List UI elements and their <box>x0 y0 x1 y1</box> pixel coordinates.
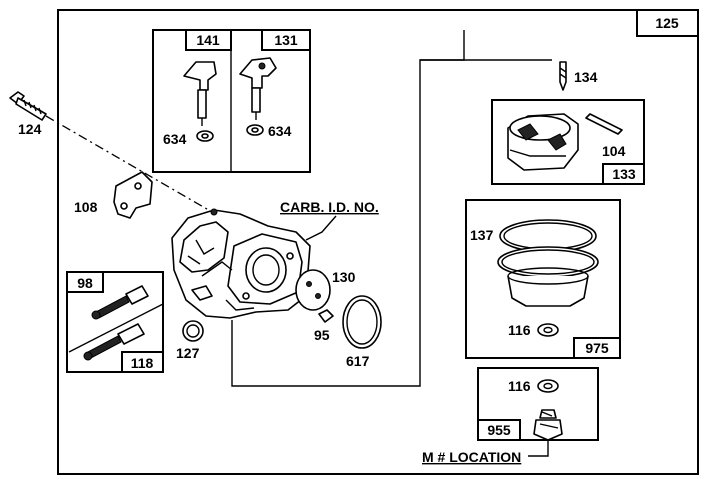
callout-116-lower: 116 <box>508 378 531 394</box>
seat-634-left-drawing <box>196 130 214 142</box>
screw-axis-line <box>45 115 213 213</box>
float-needle-131-drawing <box>239 57 277 120</box>
carb-id-label: CARB. I.D. NO. <box>280 199 379 215</box>
callout-634-right: 634 <box>268 123 292 139</box>
washer-116-upper-drawing <box>537 323 559 337</box>
callout-617: 617 <box>346 353 370 369</box>
callout-131: 131 <box>274 32 298 48</box>
diaphragm-130-drawing <box>295 269 331 311</box>
label-box-141 <box>185 29 232 51</box>
bowl-137-drawing <box>497 219 599 307</box>
label-box-975 <box>573 337 621 359</box>
carb-connector-line <box>231 30 465 387</box>
callout-975: 975 <box>585 340 609 356</box>
o-ring-617-drawing <box>342 295 382 349</box>
callout-118: 118 <box>131 355 154 371</box>
callout-127: 127 <box>176 345 200 361</box>
callout-634-left: 634 <box>163 131 187 147</box>
label-box-98 <box>66 271 104 293</box>
pin-104-drawing <box>585 113 623 135</box>
m-location-leader <box>528 440 549 457</box>
label-box-955 <box>477 419 521 441</box>
callout-104: 104 <box>602 143 626 159</box>
label-box-118 <box>121 351 164 373</box>
callout-95: 95 <box>314 327 330 343</box>
needle-screws-118-drawing <box>83 323 145 361</box>
label-box-125 <box>636 9 699 37</box>
screw-95-drawing <box>318 309 334 323</box>
callout-141: 141 <box>196 32 220 48</box>
m-location-label: M # LOCATION <box>422 449 521 465</box>
callout-116-upper: 116 <box>508 322 531 338</box>
label-box-131 <box>261 29 311 51</box>
callout-125: 125 <box>655 15 679 31</box>
gasket-108-drawing <box>113 171 153 219</box>
callout-137: 137 <box>470 227 494 243</box>
seat-634-right-drawing <box>246 124 264 136</box>
label-box-133 <box>602 163 645 185</box>
screw-124-drawing <box>9 91 47 121</box>
callout-130: 130 <box>332 269 356 285</box>
plug-127-drawing <box>182 320 204 342</box>
needle-screws-98-drawing <box>91 285 149 320</box>
carburetor-body-drawing <box>171 208 311 319</box>
callout-955: 955 <box>487 422 511 438</box>
washer-116-lower-drawing <box>537 379 559 393</box>
kit-divider-98-118 <box>68 303 164 353</box>
bolt-955-drawing <box>533 409 563 441</box>
callout-98: 98 <box>77 275 93 291</box>
carb-id-leader <box>305 215 337 241</box>
float-104-drawing <box>507 113 579 171</box>
needle-134-drawing <box>559 61 567 91</box>
float-needle-141-drawing <box>183 61 217 126</box>
callout-134: 134 <box>574 69 598 85</box>
callout-124: 124 <box>18 121 42 137</box>
callout-133: 133 <box>612 166 636 182</box>
callout-108: 108 <box>74 199 98 215</box>
